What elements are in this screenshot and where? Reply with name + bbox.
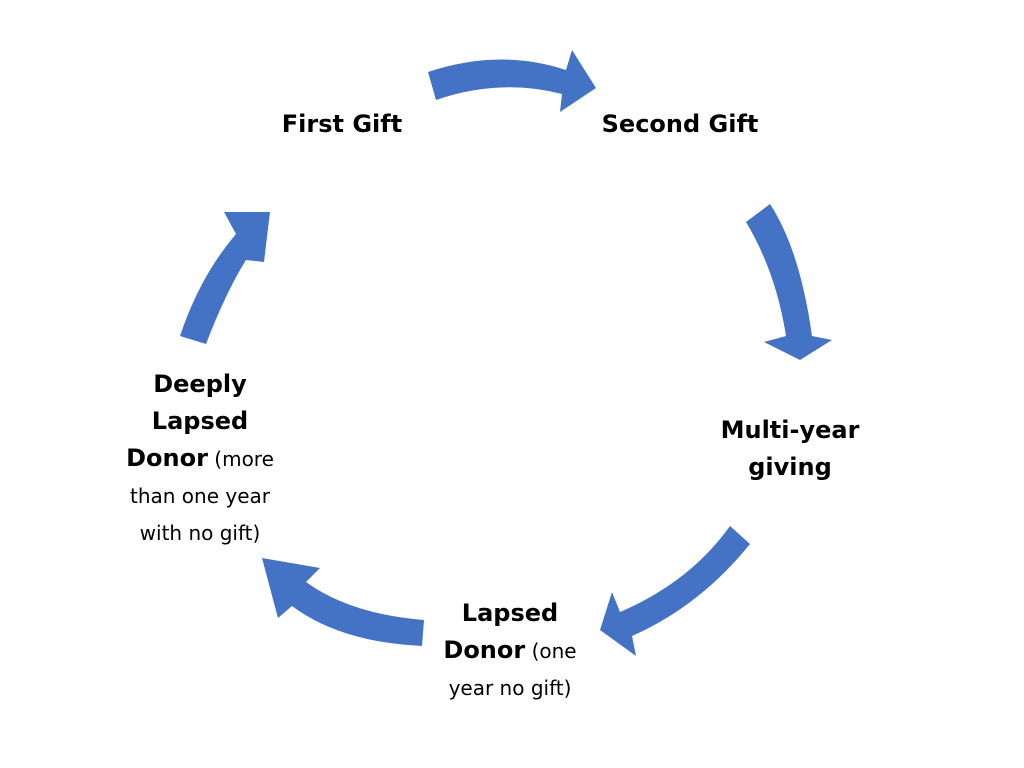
multi-year-title-line1: Multi-year — [720, 416, 860, 444]
deeply-note-line2: with no gift) — [139, 521, 261, 545]
lapsed-title-line2-wrap: Donor (one — [415, 632, 605, 670]
deeply-note-inline: (more — [207, 447, 274, 471]
multi-year-title-line2: giving — [748, 453, 832, 481]
deeply-title-line2: Lapsed — [151, 407, 249, 435]
lapsed-title-line1: Lapsed — [461, 599, 559, 627]
lapsed-note-inline: (one — [525, 639, 577, 663]
deeply-title-line1: Deeply — [153, 370, 247, 398]
node-multi-year-giving: Multi-year giving — [695, 412, 885, 486]
lapsed-title-line2: Donor — [443, 636, 526, 664]
arrow-first-to-second — [428, 50, 596, 112]
node-lapsed-donor: Lapsed Donor (one year no gift) — [415, 595, 605, 707]
arrow-deeply-to-first — [180, 212, 270, 344]
deeply-title-line3: Donor — [126, 444, 208, 472]
second-gift-title: Second Gift — [601, 110, 759, 138]
arrow-second-to-multi — [746, 204, 832, 360]
node-first-gift: First Gift — [262, 106, 422, 143]
node-second-gift: Second Gift — [585, 106, 775, 143]
deeply-title-line3-wrap: Donor (more — [100, 440, 300, 478]
first-gift-title: First Gift — [281, 110, 403, 138]
deeply-note-line1: than one year — [130, 484, 270, 508]
arrow-lapsed-to-deeply — [262, 558, 424, 646]
node-deeply-lapsed-donor: Deeply Lapsed Donor (more than one year … — [100, 366, 300, 552]
lapsed-note-line: year no gift) — [448, 676, 572, 700]
arrow-multi-to-lapsed — [600, 526, 750, 656]
